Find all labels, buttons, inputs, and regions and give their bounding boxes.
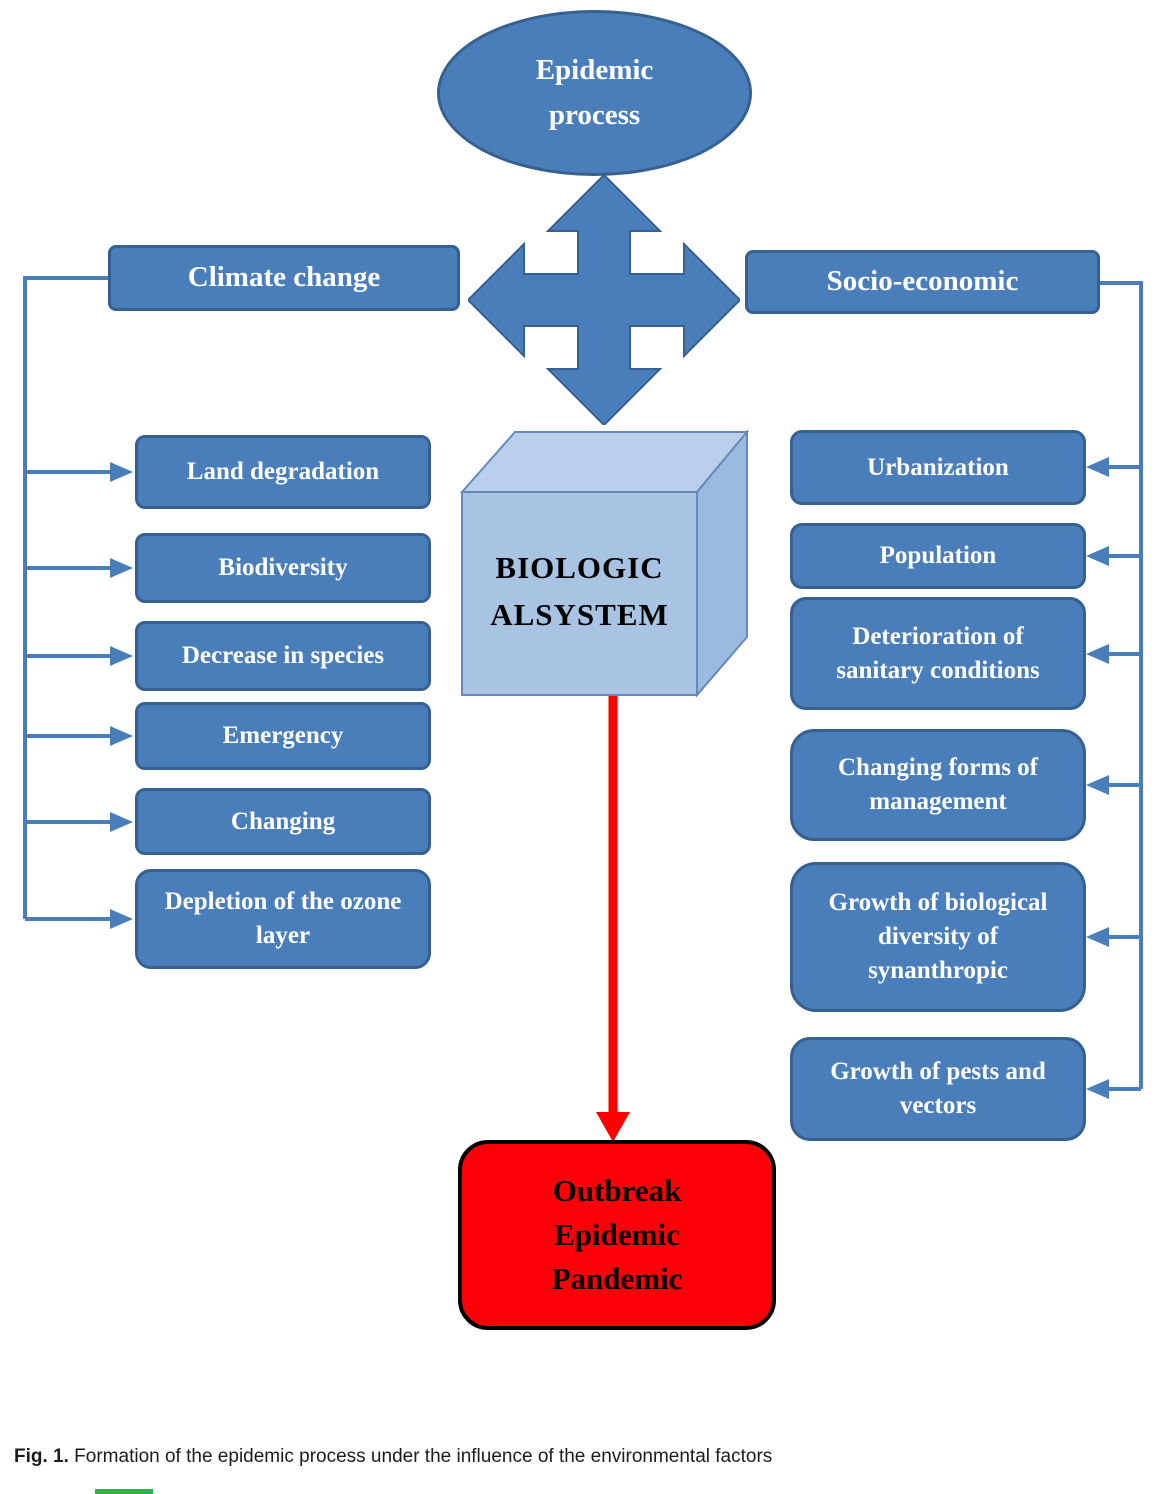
epidemic-process-node: Epidemic process	[437, 10, 752, 176]
biological-system-label: BIOLOGIC ALSYSTEM	[462, 544, 697, 638]
factor-label: Growth of pests and vectors	[830, 1058, 1046, 1119]
figure-caption-text: Formation of the epidemic process under …	[68, 1446, 773, 1467]
factor-box-forms-of-management: Changing forms of management	[790, 729, 1086, 841]
figure-caption: Fig. 1. Formation of the epidemic proces…	[14, 1446, 1114, 1468]
climate-change-label: Climate change	[187, 261, 381, 294]
right-connector	[1100, 281, 1143, 1091]
outcome-line3: Pandemic	[551, 1261, 683, 1296]
factor-label: Growth of biological diversity of synant…	[828, 889, 1048, 984]
factor-box-urbanization: Urbanization	[790, 430, 1086, 505]
factor-label: Population	[879, 542, 997, 570]
factor-box-ozone-depletion: Depletion of the ozone layer	[135, 869, 431, 969]
factor-box-sanitary-conditions: Deterioration of sanitary conditions	[790, 597, 1086, 710]
factor-box-land-degradation: Land degradation	[135, 435, 431, 509]
factor-label: Urbanization	[867, 453, 1009, 481]
quad-arrow	[468, 175, 740, 425]
factor-label: Deterioration of sanitary conditions	[836, 622, 1040, 684]
factor-label: Emergency	[222, 722, 344, 750]
bottom-edge-artifact	[95, 1489, 153, 1494]
factor-box-pests-and-vectors: Growth of pests and vectors	[790, 1037, 1086, 1141]
factor-label: Changing	[230, 807, 336, 835]
outcome-line1: Outbreak	[552, 1173, 682, 1208]
factor-box-synanthropic-diversity: Growth of biological diversity of synant…	[790, 862, 1086, 1012]
cube-front-face	[461, 491, 698, 696]
right-arrowheads	[1086, 457, 1109, 1099]
factor-label: Depletion of the ozone layer	[164, 888, 402, 949]
socio-economic-label: Socio-economic	[826, 265, 1019, 298]
biological-system-cube	[459, 429, 750, 698]
factor-label: Biodiversity	[218, 554, 348, 582]
climate-change-box: Climate change	[108, 245, 460, 311]
outcome-line2: Epidemic	[554, 1217, 680, 1252]
outbreak-box: Outbreak Epidemic Pandemic	[458, 1140, 776, 1330]
cube-label-line2: ALSYSTEM	[490, 597, 669, 632]
factor-label: Decrease in species	[181, 642, 385, 670]
factor-box-population: Population	[790, 523, 1086, 589]
epidemic-process-line1: Epidemic	[535, 54, 654, 86]
impact-arrow	[596, 690, 630, 1142]
figure-number: Fig. 1.	[14, 1446, 69, 1467]
factor-label: Land degradation	[186, 458, 380, 486]
factor-box-biodiversity: Biodiversity	[135, 533, 431, 603]
quad-arrow-shape	[468, 175, 740, 425]
factor-label: Changing forms of management	[837, 754, 1038, 815]
left-connector	[23, 276, 112, 921]
cube-label-line1: BIOLOGIC	[495, 550, 664, 585]
factor-box-emergency: Emergency	[135, 702, 431, 770]
factor-box-changing: Changing	[135, 788, 431, 855]
epidemic-process-line2: process	[548, 99, 641, 131]
factor-box-decrease-in-species: Decrease in species	[135, 621, 431, 691]
socio-economic-box: Socio-economic	[745, 250, 1100, 314]
left-arrowheads	[110, 462, 133, 929]
